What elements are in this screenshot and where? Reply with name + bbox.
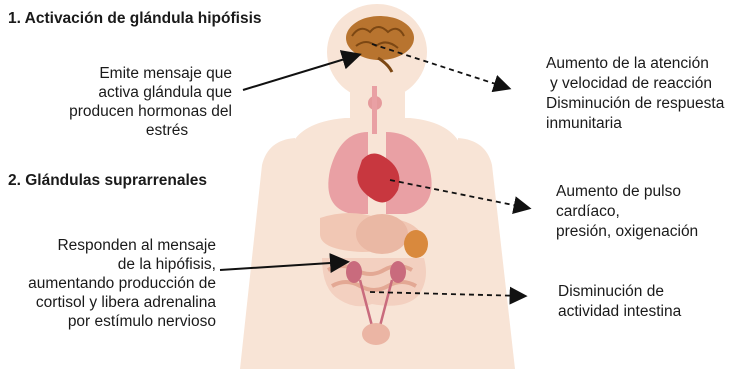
note-line: Responden al mensaje (57, 237, 216, 254)
pituitary-gland (368, 86, 382, 134)
note-line: estrés (145, 122, 189, 139)
note-line: presión, oxigenación (556, 223, 699, 240)
kidneys-adrenals (346, 261, 406, 345)
brain (346, 16, 414, 73)
note-pituitary-message: Emite mensaje que activa glándula que pr… (32, 64, 232, 140)
dashed-arrow-brain (371, 43, 512, 93)
solid-arrows (219, 50, 362, 273)
note-intestine-effects: Disminución de actividad intestina (558, 282, 681, 322)
note-line: Aumento de la atención (546, 55, 709, 72)
note-line: cardíaco, (556, 203, 620, 220)
heading-adrenal: 2. Glándulas suprarrenales (8, 172, 208, 189)
note-line: Disminución de respuesta (546, 95, 725, 112)
dashed-arrow-heart (389, 179, 532, 214)
note-line: activa glándula que (98, 84, 232, 101)
note-line: inmunitaria (546, 115, 622, 132)
note-line: Aumento de pulso (556, 183, 681, 200)
note-brain-effects: Aumento de la atención y velocidad de re… (546, 54, 724, 134)
note-line: por estímulo nervioso (67, 313, 216, 330)
note-line: Disminución de (558, 283, 664, 300)
dashed-arrows (369, 43, 532, 305)
note-line: aumentando producción de (28, 275, 216, 292)
note-line: cortisol y libera adrenalina (35, 294, 216, 311)
lungs (328, 132, 432, 214)
arrow-to-brain (242, 50, 362, 91)
note-line: Emite mensaje que (99, 65, 232, 82)
note-line: producen hormonas del (69, 103, 232, 120)
heading-pituitary: 1. Activación de glándula hipófisis (8, 10, 262, 27)
arrow-to-adrenals (219, 253, 350, 273)
note-line: de la hipófisis, (117, 256, 216, 273)
note-heart-effects: Aumento de pulso cardíaco, presión, oxig… (556, 182, 698, 242)
note-line: y velocidad de reacción (550, 75, 712, 92)
heart (357, 153, 400, 203)
note-adrenal-response: Responden al mensaje de la hipófisis, au… (6, 236, 216, 331)
note-line: actividad intestina (558, 303, 682, 320)
dashed-arrow-intestine (369, 286, 528, 305)
